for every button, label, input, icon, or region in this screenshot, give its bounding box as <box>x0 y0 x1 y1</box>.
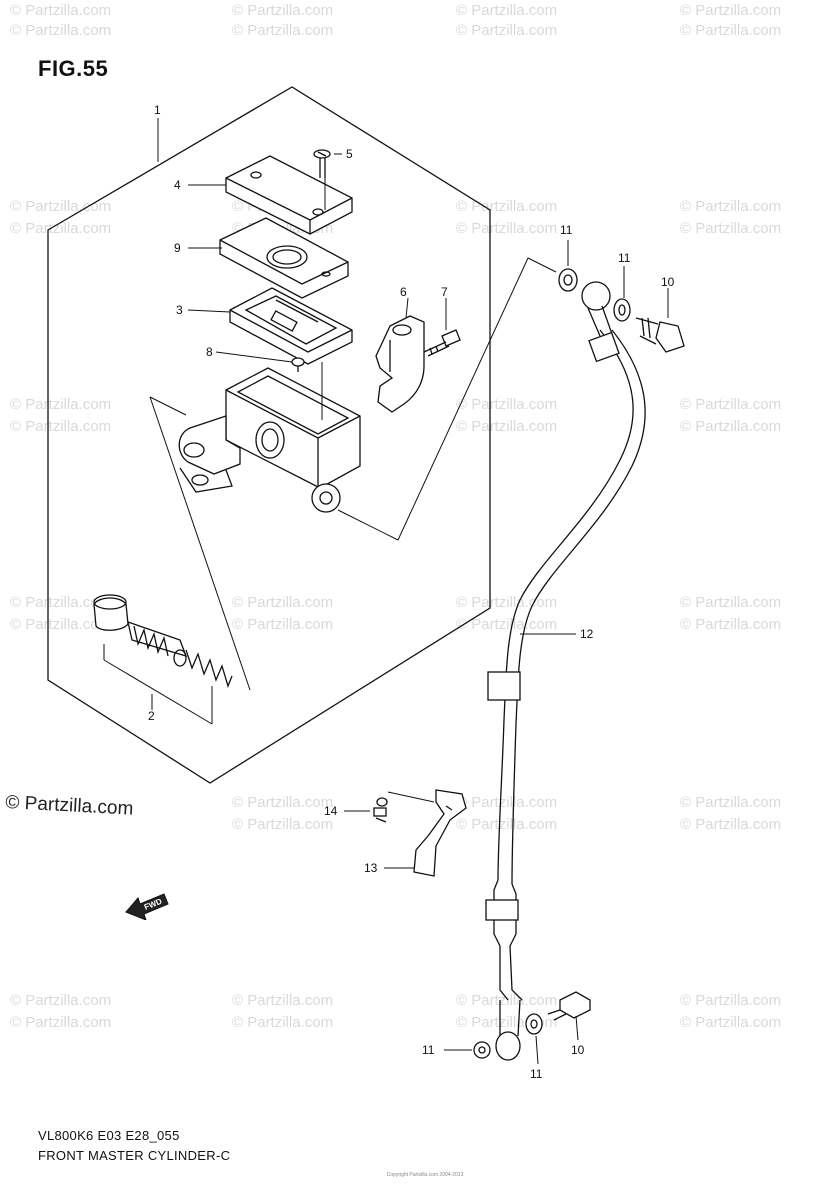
watermark: © Partzilla.com <box>232 616 334 633</box>
watermark: © Partzilla.com <box>232 816 334 833</box>
watermark: © Partzilla.com <box>680 396 782 413</box>
plate-screw-part <box>291 357 305 372</box>
callout-11: 11 <box>422 1043 435 1057</box>
watermark: © Partzilla.com <box>680 22 782 39</box>
watermark: © Partzilla.com <box>456 198 558 215</box>
watermark: © Partzilla.com <box>10 2 112 19</box>
watermark: © Partzilla.com <box>456 396 558 413</box>
watermark: © Partzilla.com <box>10 992 112 1009</box>
callout-13: 13 <box>364 861 378 875</box>
diaphragm-part <box>229 287 353 365</box>
diagram-code: VL800K6 E03 E28_055 <box>38 1128 180 1143</box>
watermark: © Partzilla.com <box>232 22 334 39</box>
watermark: © Partzilla.com <box>10 220 112 237</box>
diagram-caption: FRONT MASTER CYLINDER-C <box>38 1148 231 1163</box>
watermark: © Partzilla.com <box>10 1014 112 1031</box>
bracket-bolt-part <box>373 797 388 823</box>
watermark: © Partzilla.com <box>456 816 558 833</box>
forward-arrow-icon: FWD <box>125 893 169 920</box>
watermark: © Partzilla.com <box>680 1014 782 1031</box>
washer-part <box>558 268 578 292</box>
callout-4: 4 <box>174 178 181 192</box>
callout-11: 11 <box>560 223 573 237</box>
watermark: © Partzilla.com <box>10 396 112 413</box>
callout-2: 2 <box>148 709 155 723</box>
watermark: © Partzilla.com <box>232 794 334 811</box>
watermark: © Partzilla.com <box>232 2 334 19</box>
callout-3: 3 <box>176 303 183 317</box>
callout-7: 7 <box>441 285 448 299</box>
watermark: © Partzilla.com <box>10 616 112 633</box>
watermark: © Partzilla.com <box>10 418 112 435</box>
brake-hose-part <box>485 281 646 1061</box>
watermark: © Partzilla.com <box>10 22 112 39</box>
clamp-bolt-part <box>423 329 461 357</box>
clamp-part <box>375 315 425 413</box>
washer-part <box>525 1013 543 1035</box>
callout-8: 8 <box>206 345 213 359</box>
figure-title: FIG.55 <box>38 56 109 81</box>
watermark: © Partzilla.com <box>680 816 782 833</box>
watermark: © Partzilla.com <box>456 616 558 633</box>
watermark: © Partzilla.com <box>232 594 334 611</box>
callout-1: 1 <box>154 103 161 117</box>
watermark: © Partzilla.com <box>680 418 782 435</box>
diaphragm-plate-part <box>219 217 349 299</box>
callout-10: 10 <box>571 1043 585 1057</box>
watermark: © Partzilla.com <box>456 22 558 39</box>
watermark: © Partzilla.com <box>456 418 558 435</box>
callout-11: 11 <box>530 1067 543 1081</box>
callout-14: 14 <box>324 804 338 818</box>
cap-screw-part <box>313 149 331 178</box>
piston-set-part <box>93 594 233 688</box>
watermark: © Partzilla.com <box>680 220 782 237</box>
watermark: © Partzilla.com <box>680 2 782 19</box>
tiny-copyright-note: Copyright Partzilla.com 2004-2013 <box>386 1172 464 1178</box>
callout-10: 10 <box>661 275 675 289</box>
watermark: © Partzilla.com <box>10 594 112 611</box>
watermark: © Partzilla.com <box>232 1014 334 1031</box>
callout-6: 6 <box>400 285 407 299</box>
reservoir-cap-part <box>225 155 353 235</box>
washer-part <box>473 1041 491 1059</box>
watermark: © Partzilla.com <box>680 992 782 1009</box>
watermark: © Partzilla.com <box>10 198 112 215</box>
watermark: © Partzilla.com <box>456 794 558 811</box>
watermark: © Partzilla.com <box>680 594 782 611</box>
master-cylinder-body-part <box>178 367 361 513</box>
watermark: © Partzilla.com <box>456 992 558 1009</box>
banjo-bolt-part <box>547 991 591 1021</box>
watermark: © Partzilla.com <box>680 794 782 811</box>
callout-12: 12 <box>580 627 594 641</box>
assembly-kit-outline <box>47 86 491 784</box>
watermark: © Partzilla.com <box>680 198 782 215</box>
callout-11: 11 <box>618 251 631 265</box>
watermark: © Partzilla.com <box>232 992 334 1009</box>
hose-bracket-part <box>413 789 467 877</box>
watermark: © Partzilla.com <box>680 616 782 633</box>
watermark: © Partzilla.com <box>456 220 558 237</box>
callout-5: 5 <box>346 147 353 161</box>
callout-9: 9 <box>174 241 181 255</box>
washer-part <box>613 298 631 322</box>
banjo-bolt-part <box>635 317 685 353</box>
watermark: © Partzilla.com <box>456 2 558 19</box>
